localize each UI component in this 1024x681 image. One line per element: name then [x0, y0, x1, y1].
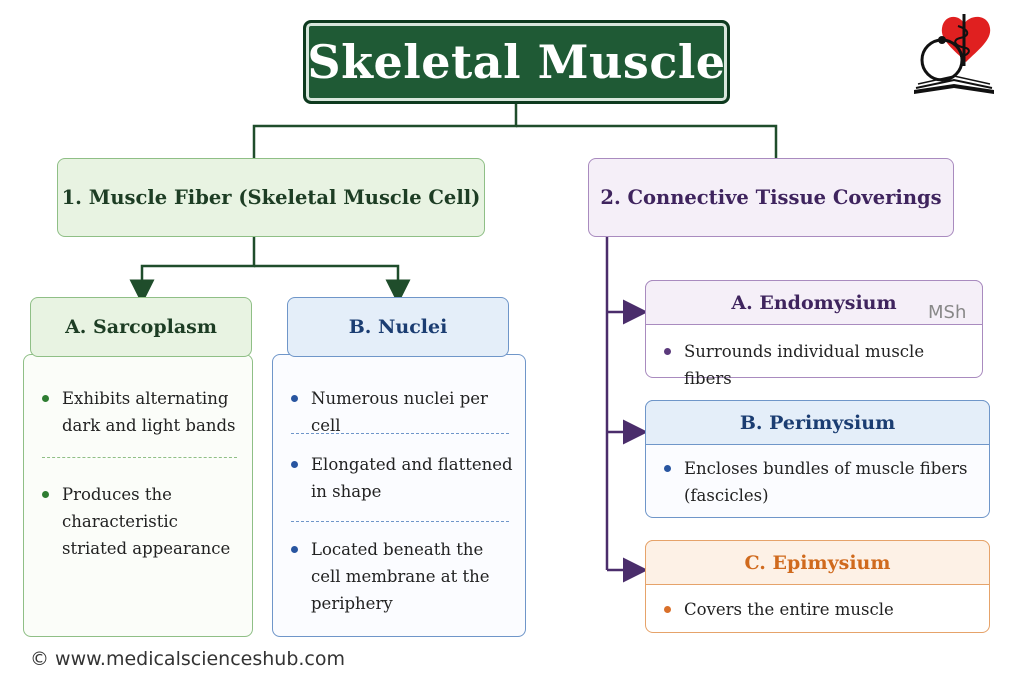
- connective-tissue-label: 2. Connective Tissue Coverings: [600, 186, 942, 209]
- nuclei-label: B. Nuclei: [348, 316, 448, 338]
- epimysium-header: C. Epimysium: [645, 540, 990, 585]
- page-title: Skeletal Muscle: [307, 35, 726, 89]
- nuclei-panel: Numerous nuclei per cell Elongated and f…: [272, 354, 526, 637]
- perimysium-label: B. Perimysium: [739, 411, 896, 434]
- bullet-icon: [291, 395, 298, 402]
- sarcoplasm-panel: Exhibits alternating dark and light band…: [23, 354, 253, 637]
- list-item: Elongated and flattened in shape: [291, 451, 517, 505]
- bullet-icon: [291, 461, 298, 468]
- endomysium-header: A. Endomysium: [645, 280, 983, 325]
- bullet-icon: [664, 348, 671, 355]
- list-item: Located beneath the cell membrane at the…: [291, 536, 517, 617]
- bullet-icon: [291, 546, 298, 553]
- epimysium-label: C. Epimysium: [744, 551, 891, 574]
- bullet-icon: [42, 491, 49, 498]
- list-item: Numerous nuclei per cell: [291, 385, 517, 439]
- list-item: Encloses bundles of muscle fibers (fasci…: [664, 455, 982, 509]
- muscle-fiber-header: 1. Muscle Fiber (Skeletal Muscle Cell): [57, 158, 485, 237]
- perimysium-header: B. Perimysium: [645, 400, 990, 445]
- bullet-icon: [42, 395, 49, 402]
- divider: [291, 433, 509, 434]
- bullet-icon: [664, 606, 671, 613]
- connective-tissue-header: 2. Connective Tissue Coverings: [588, 158, 954, 237]
- list-item: Surrounds individual muscle fibers: [664, 338, 974, 392]
- muscle-fiber-label: 1. Muscle Fiber (Skeletal Muscle Cell): [61, 186, 481, 209]
- endomysium-label: A. Endomysium: [731, 291, 897, 314]
- list-item: Exhibits alternating dark and light band…: [42, 385, 242, 439]
- divider: [291, 521, 509, 522]
- title-box: Skeletal Muscle: [303, 20, 730, 104]
- list-item: Produces the characteristic striated app…: [42, 481, 242, 562]
- nuclei-header: B. Nuclei: [287, 297, 509, 357]
- divider: [42, 457, 237, 458]
- heart-stethoscope-book-icon: [908, 10, 1000, 100]
- watermark: MSh: [928, 302, 967, 323]
- list-item: Covers the entire muscle: [664, 596, 982, 623]
- sarcoplasm-label: A. Sarcoplasm: [65, 316, 217, 338]
- bullet-icon: [664, 465, 671, 472]
- sarcoplasm-header: A. Sarcoplasm: [30, 297, 252, 357]
- footer-copyright: © www.medicalscienceshub.com: [30, 648, 346, 670]
